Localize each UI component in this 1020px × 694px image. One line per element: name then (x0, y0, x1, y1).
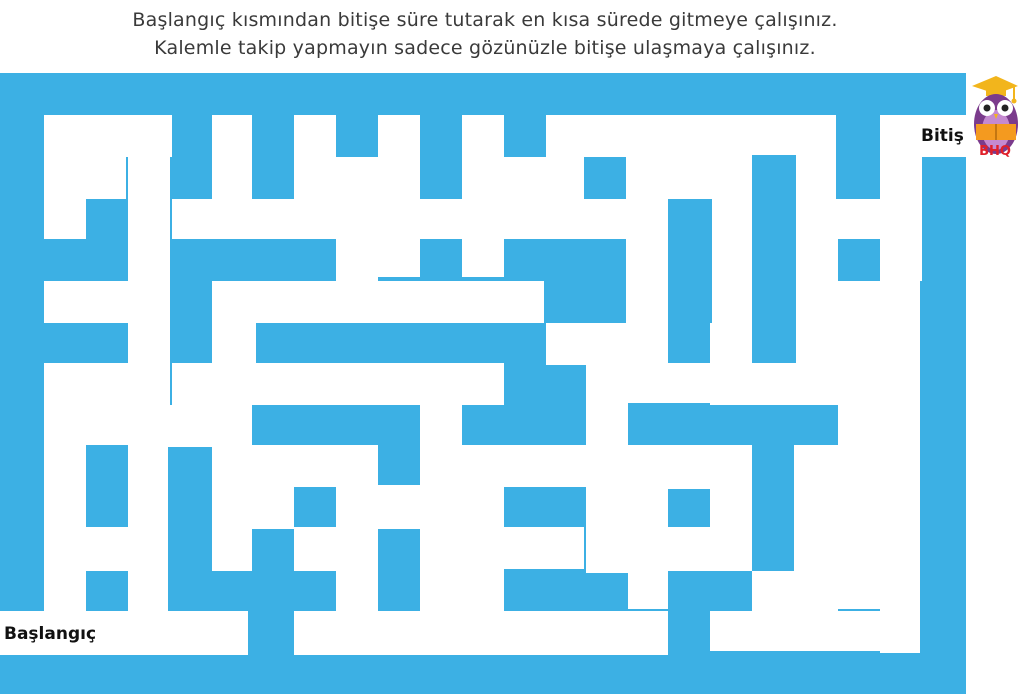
finish-label: Bitiş (921, 126, 964, 146)
maze-board[interactable] (0, 73, 966, 694)
instruction-line-1: Başlangıç kısmından bitişe süre tutarak … (132, 9, 838, 31)
owl-graduate-icon: BHQ (968, 72, 1020, 164)
maze-corridors (0, 115, 966, 655)
start-label: Başlangıç (4, 624, 97, 644)
logo-text: BHQ (979, 144, 1011, 159)
instruction-line-2: Kalemle takip yapmayın sadece gözünüzle … (154, 37, 816, 59)
instructions: Başlangıç kısmından bitişe süre tutarak … (0, 6, 970, 62)
maze-paths (0, 115, 966, 655)
